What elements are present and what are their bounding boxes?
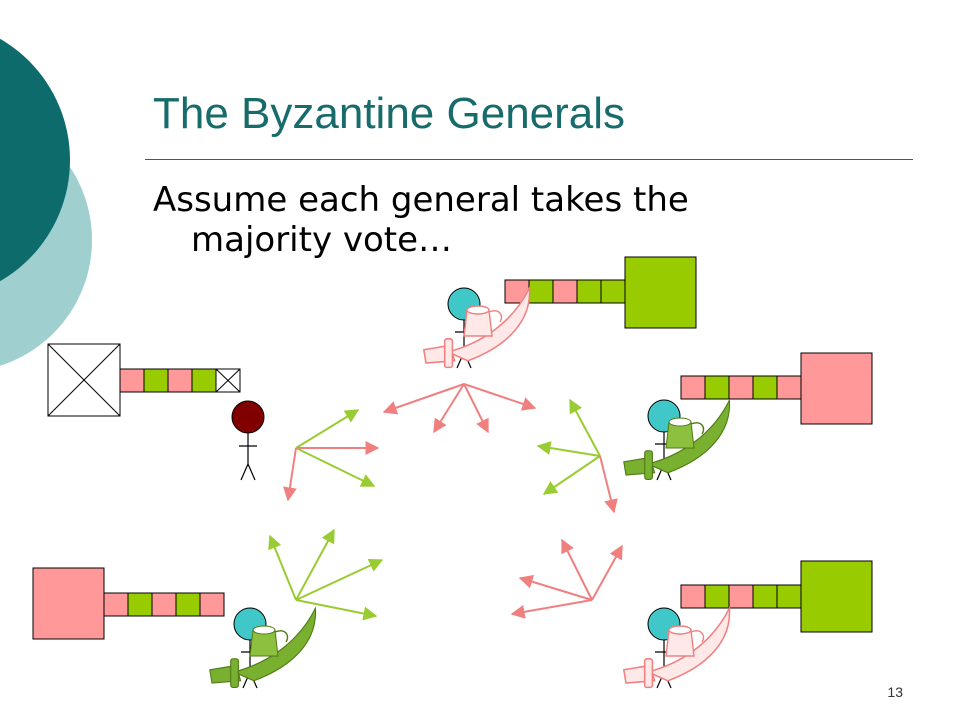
arrow-out (536, 441, 601, 457)
head-traitor-icon (231, 400, 265, 434)
slide-title: The Byzantine Generals (153, 89, 626, 138)
arrow-out (561, 538, 593, 601)
arrow-out (295, 528, 335, 601)
vote-box (151, 592, 177, 617)
vote-box (167, 368, 193, 393)
vote-row-right-lower (680, 584, 802, 609)
vote-box (552, 279, 578, 304)
vote-row-right-upper (680, 375, 802, 400)
vote-box (175, 592, 201, 617)
vote-box (143, 368, 169, 393)
arrow-out (518, 574, 593, 601)
arrow-out (463, 383, 537, 411)
arrow-out (542, 455, 601, 495)
vote-box (776, 584, 802, 609)
vote-box (680, 375, 706, 400)
vote-row-top (504, 279, 626, 304)
vote-row-left-lower (103, 592, 225, 617)
vote-box (119, 368, 145, 393)
crossed-box-icon (47, 343, 121, 417)
vote-box (728, 584, 754, 609)
vote-box (728, 375, 754, 400)
arrow-out (282, 447, 297, 502)
arrow-out (295, 409, 360, 449)
arrow-out (433, 383, 465, 434)
vote-box (704, 375, 730, 400)
dark-teal-circle (0, 38, 70, 282)
vote-box (103, 592, 129, 617)
vote-box (680, 584, 706, 609)
vote-box (191, 368, 217, 393)
body-line-1: Assume each general takes the (153, 180, 689, 220)
general-right-upper (536, 352, 873, 514)
general-left-lower (32, 528, 384, 689)
arrow-out (510, 599, 593, 619)
vote-box (752, 584, 778, 609)
vote-box (752, 375, 778, 400)
circle-decoration (0, 38, 92, 366)
vote-row-traitor (119, 368, 241, 393)
arrow-out (295, 447, 376, 487)
vote-box (127, 592, 153, 617)
general-traitor (47, 343, 380, 502)
page-number: 13 (887, 684, 903, 700)
arrow-out (591, 544, 623, 601)
general-top (382, 256, 697, 434)
arrow-out (569, 398, 601, 457)
vote-box (199, 592, 225, 617)
title-divider (145, 159, 913, 160)
arrow-out (295, 558, 384, 601)
general-right-lower (510, 538, 873, 689)
body-line-2: majority vote… (191, 220, 453, 260)
arrow-out (268, 534, 297, 601)
body-text: Assume each general takes the majority v… (153, 180, 853, 260)
arrow-out (599, 455, 618, 514)
vote-box (576, 279, 602, 304)
crossed-vote-box-icon (215, 368, 241, 393)
arrow-out (463, 383, 489, 434)
vote-box (600, 279, 626, 304)
vote-box (704, 584, 730, 609)
arrow-out (382, 383, 465, 415)
vote-box (776, 375, 802, 400)
decision-box-attack (624, 256, 697, 329)
vote-box (528, 279, 554, 304)
decision-box-retreat (32, 567, 105, 640)
arrow-out (295, 599, 378, 621)
stick-figure (231, 400, 265, 481)
decision-box-attack (800, 560, 873, 633)
decision-box-retreat (800, 352, 873, 425)
